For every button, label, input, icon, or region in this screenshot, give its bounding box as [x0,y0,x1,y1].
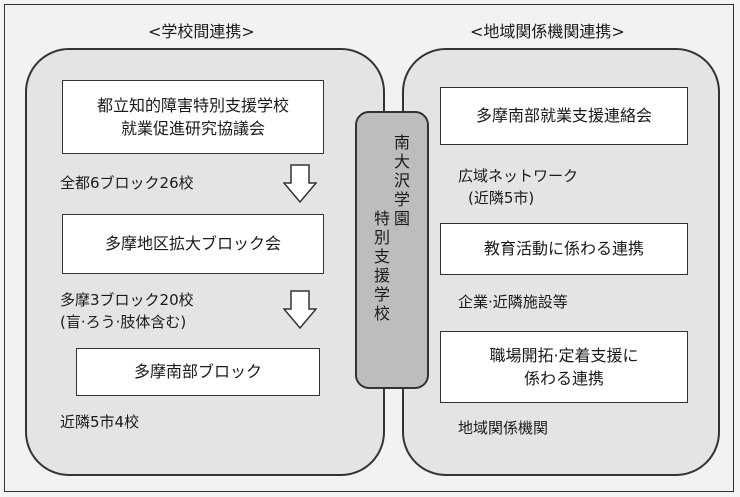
vertical-char: 援 [373,266,390,285]
tama-3-blocks-line1: 多摩3ブロック20校 [60,291,194,309]
regional-collaboration-heading: <地域関係機関連携> [470,22,625,41]
vertical-char: 特 [373,209,390,228]
nearby-5-cities-4-schools-label: 近隣5市4校 [60,413,140,431]
wide-area-network-label: 広域ネットワーク (近隣5市) [458,166,578,210]
vertical-char: 別 [373,228,390,247]
vertical-char: 大 [394,152,411,171]
research-council-box: 都立知的障害特別支援学校 就業促進研究協議会 [62,80,324,154]
regional-institutions-label: 地域関係機関 [458,419,549,437]
vertical-char: 沢 [394,171,411,190]
vertical-char: 園 [394,209,411,228]
research-council-line1: 都立知的障害特別支援学校 [96,95,289,115]
tama-extended-block-text: 多摩地区拡大ブロック会 [104,234,281,254]
job-development-line2: 係わる連携 [523,369,604,388]
school-type-vertical: 特別支援学校 [374,209,390,323]
job-development-box: 職場開拓·定着支援に 係わる連携 [440,331,688,403]
tama-south-block-box: 多摩南部ブロック [76,348,320,396]
school-name-vertical: 南大沢学園 [394,133,410,228]
vertical-char: 校 [373,304,390,323]
wide-area-network-line1: 広域ネットワーク [458,167,579,185]
wide-area-network-line2: (近隣5市) [468,188,535,207]
research-council-line2: 就業促進研究協議会 [120,119,265,138]
vertical-char: 学 [394,190,411,209]
tama-3-blocks-line2: (盲·ろう·肢体含む) [60,312,187,331]
job-development-line1: 職場開拓·定着支援に [489,345,639,365]
vertical-char: 学 [373,285,390,304]
companies-facilities-label: 企業·近隣施設等 [458,293,568,311]
education-activity-box: 教育活動に係わる連携 [440,223,688,275]
employment-support-council-box: 多摩南部就業支援連絡会 [440,87,688,145]
down-arrow-icon [283,164,317,204]
school-collaboration-heading: <学校間連携> [148,22,255,41]
tama-3-blocks-label: 多摩3ブロック20校 (盲·ろう·肢体含む) [60,290,194,334]
vertical-char: 南 [394,133,411,152]
employment-support-council-text: 多摩南部就業支援連絡会 [475,106,652,126]
vertical-char: 支 [373,247,390,266]
down-arrow-icon [283,290,317,330]
tama-extended-block-box: 多摩地区拡大ブロック会 [62,214,324,274]
tama-south-block-text: 多摩南部ブロック [133,362,262,382]
blocks-26-schools-label: 全都6ブロック26校 [60,174,194,192]
education-activity-text: 教育活動に係わる連携 [483,239,644,259]
minami-osawa-school-pill: 南大沢学園 特別支援学校 [355,111,429,389]
